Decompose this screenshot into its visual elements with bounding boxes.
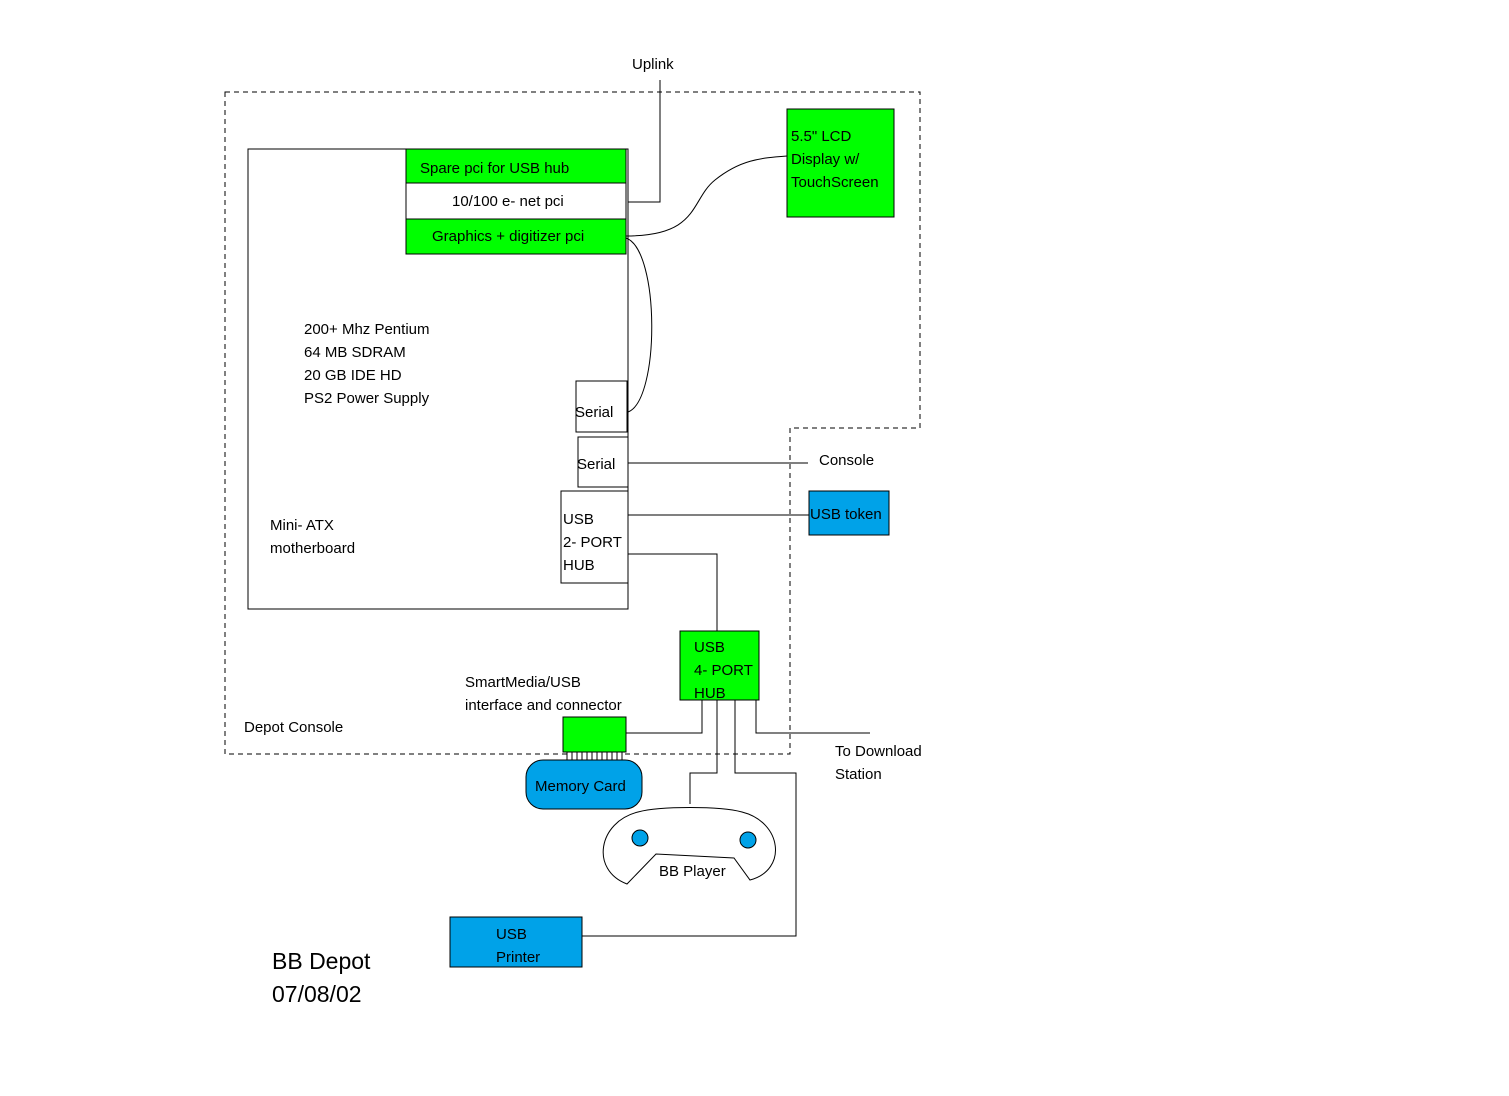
usb-2port-hub-label-line1: USB [563,511,594,528]
serial-port-2-box [577,436,629,488]
smartmedia-label-line1: SmartMedia/USB [465,674,581,691]
memory-card-label: Memory Card [535,778,626,795]
smartmedia-label-line2: interface and connector [465,697,622,714]
usb-2port-hub-label-line2: 2- PORT [563,534,622,551]
usb-token-box [808,490,890,536]
spec-hd: 20 GB IDE HD [304,367,402,384]
usb-4port-hub-label-line2: 4- PORT [694,662,753,679]
pci-spare-box [405,148,627,184]
usb-printer-label-line1: USB [496,926,527,943]
hub-to-smartmedia-line [626,700,703,734]
lcd-label-line3: TouchScreen [791,174,879,191]
diagram-title: BB Depot [272,948,371,974]
depot-console-boundary [224,91,921,755]
pci-spare-label: Spare pci for USB hub [420,160,569,177]
lcd-label-line1: 5.5" LCD [791,128,852,145]
lcd-display-box [786,108,895,218]
pci-graphics-label: Graphics + digitizer pci [432,228,584,245]
hub-to-player-line [689,700,718,804]
spec-psu: PS2 Power Supply [304,390,430,407]
motherboard-label-line1: Mini- ATX [270,517,334,534]
usb-4port-hub-box [679,630,760,701]
hub-to-download-line [755,700,870,734]
lcd-cable [625,155,788,237]
bb-player-left-button [631,829,649,847]
spec-cpu: 200+ Mhz Pentium [304,321,430,338]
usb-printer-label-line2: Printer [496,949,540,966]
graphics-to-serial-cable [625,237,653,413]
smartmedia-connector-pins [566,751,623,761]
pci-enet-label: 10/100 e- net pci [452,193,564,210]
usb-4port-hub-label-line1: USB [694,639,725,656]
serial-port-1-label: Serial [575,404,613,421]
hub-to-hub-line [628,553,718,631]
lcd-label-line2: Display w/ [791,151,860,168]
usb-printer-box [449,916,583,968]
motherboard-label-line2: motherboard [270,540,355,557]
diagram-date: 07/08/02 [272,981,362,1007]
uplink-label: Uplink [632,56,674,73]
uplink-line [628,80,661,203]
bb-player-label: BB Player [659,863,726,880]
hub-to-printer-line [582,700,797,937]
depot-console-label: Depot Console [244,719,343,736]
memory-card-shape [525,759,643,810]
download-station-label-line2: Station [835,766,882,783]
console-label: Console [819,452,874,469]
bb-player-shape [602,807,776,885]
smartmedia-connector-box [562,716,627,753]
usb-4port-hub-label-line3: HUB [694,685,726,702]
serial-port-1-box [575,380,628,433]
serial-port-2-label: Serial [577,456,615,473]
usb-token-label: USB token [810,506,882,523]
download-station-label-line1: To Download [835,743,922,760]
bb-player-right-button [739,831,757,849]
usb-2port-hub-label-line3: HUB [563,557,595,574]
spec-ram: 64 MB SDRAM [304,344,406,361]
usb-2port-hub-box [560,490,629,584]
